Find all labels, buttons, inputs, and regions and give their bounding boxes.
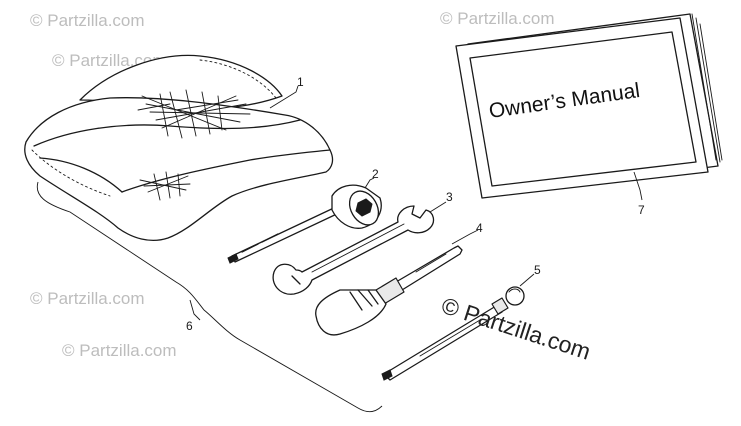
owners-manual-drawing: Owner’s Manual 7: [455, 13, 723, 217]
watermark-lower-left: © Partzilla.com: [30, 289, 145, 308]
plug-wrench-drawing: 2: [227, 167, 382, 264]
callout-1: 1: [297, 75, 304, 89]
open-wrench-drawing: 3: [272, 190, 453, 295]
watermark-top-left: © Partzilla.com: [30, 11, 145, 30]
kit-bracket: 6: [36, 181, 383, 413]
callout-3: 3: [446, 190, 453, 204]
callout-2: 2: [372, 167, 379, 181]
ball-handle-drawing: 5: [381, 263, 541, 381]
callout-5: 5: [534, 263, 541, 277]
tool-pouch-drawing: 1: [24, 54, 334, 242]
callout-4: 4: [476, 221, 483, 235]
callout-7: 7: [638, 203, 645, 217]
watermark-top-right: © Partzilla.com: [440, 9, 555, 28]
watermark-bottom-left: © Partzilla.com: [62, 341, 177, 360]
callout-6: 6: [186, 319, 193, 333]
screwdriver-drawing: 4: [315, 221, 483, 336]
